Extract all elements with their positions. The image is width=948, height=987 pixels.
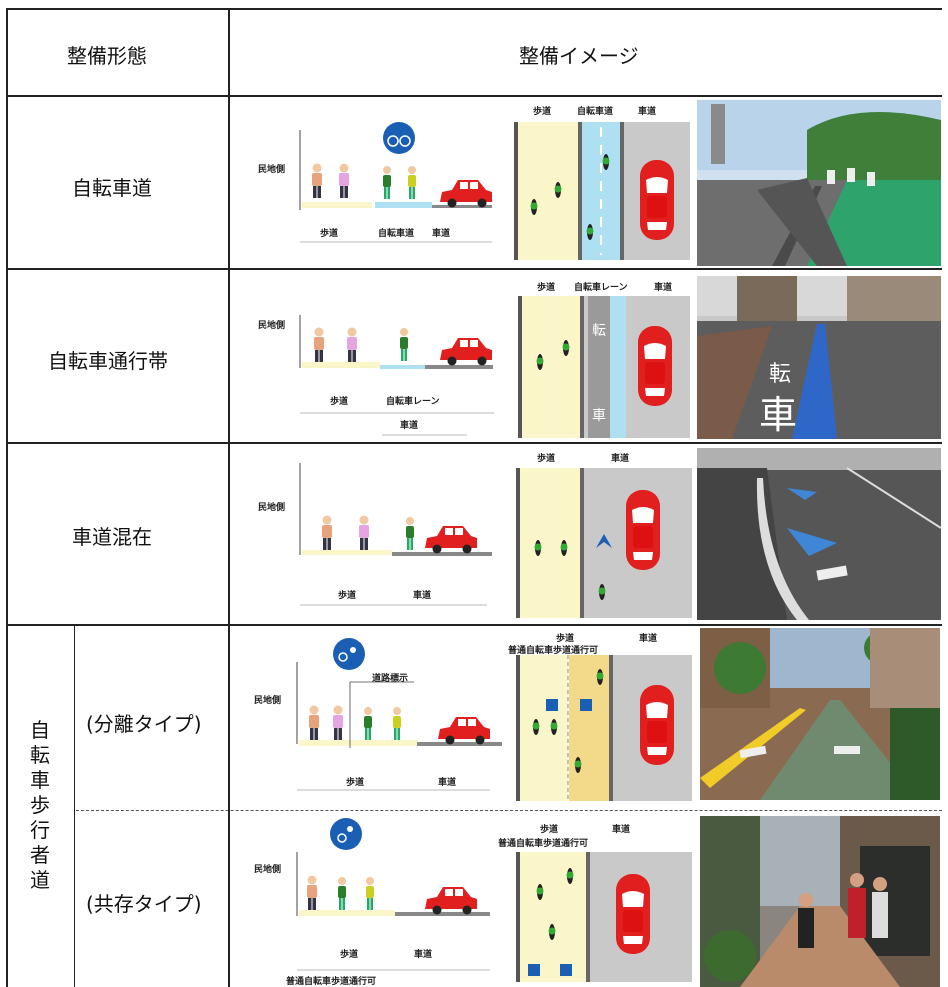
shared-plan-note: 普通自転車歩道通行可 (498, 839, 589, 849)
bikeway-plan-view (514, 122, 690, 260)
bikeway-cross-section (299, 122, 492, 243)
bike-lane-photo: 転 車 (697, 276, 941, 439)
separated-plan-view (516, 655, 692, 801)
bikeway-bike-label: 自転車道 (378, 229, 415, 239)
row-divider-dashed (76, 810, 942, 811)
column-divider (228, 8, 230, 987)
bike-lane-road-label: 車道 (400, 421, 419, 431)
bike-lane-cross-section (299, 315, 494, 436)
row-divider-3 (6, 624, 942, 626)
bikeway-photo (697, 100, 941, 266)
bike-lane-plan-bike: 自転車レーン (574, 283, 628, 293)
bikeway-plan-road: 車道 (638, 107, 657, 117)
shared-road-label: 車道 (414, 950, 433, 960)
row-label-bike-lane: 自転車通行帯 (48, 349, 168, 373)
row-divider-1 (6, 268, 942, 270)
shared-section-note: 普通自転車歩道通行可 (286, 977, 377, 987)
row-label-shared: (共存タイプ) (86, 892, 202, 916)
bikeway-road-label: 車道 (432, 229, 451, 239)
header-type-label: 整備形態 (67, 44, 147, 68)
table-border-top (6, 8, 942, 10)
bike-lane-mark-2: 車 (592, 408, 606, 424)
shared-plan-view (516, 852, 692, 982)
table-border-left (6, 8, 8, 987)
shared-cross-section (296, 818, 490, 971)
bikeway-plan-bike: 自転車道 (577, 107, 614, 117)
header-divider (6, 95, 942, 97)
bike-lane-plan-walk: 歩道 (537, 283, 556, 293)
svg-text:転: 転 (769, 362, 791, 387)
mixed-plan-road: 車道 (611, 454, 630, 464)
bike-lane-bike-label: 自転車レーン (386, 397, 440, 407)
separated-side-label: 民地側 (254, 696, 282, 706)
mixed-side-label: 民地側 (258, 503, 286, 513)
separated-walk-label: 歩道 (346, 778, 365, 788)
bike-lane-plan-view (518, 296, 690, 438)
mixed-walk-label: 歩道 (338, 591, 357, 601)
bike-lane-side-label: 民地側 (258, 321, 286, 331)
bikeway-plan-walk: 歩道 (533, 107, 552, 117)
mixed-photo (697, 448, 941, 620)
shared-side-label: 民地側 (254, 865, 282, 875)
separated-plan-road: 車道 (639, 634, 658, 644)
mixed-cross-section (299, 463, 492, 606)
separated-plan-walk: 歩道 (556, 634, 575, 644)
shared-plan-walk: 歩道 (540, 825, 559, 835)
mixed-plan-view (516, 468, 692, 618)
svg-text:車: 車 (759, 393, 797, 437)
bike-lane-mark-1: 転 (592, 323, 606, 339)
shared-photo (700, 816, 940, 987)
row-label-mixed: 車道混在 (72, 525, 152, 549)
separated-photo (700, 628, 940, 800)
shared-plan-road: 車道 (612, 825, 631, 835)
bike-lane-plan-road: 車道 (654, 283, 673, 293)
separated-marking-label: 道路標示 (372, 674, 409, 684)
mixed-plan-walk: 歩道 (537, 454, 556, 464)
group-label-bike-pedestrian-path: 自転車歩行者道 (30, 718, 50, 892)
separated-plan-note: 普通自転車歩道通行可 (508, 646, 599, 656)
group-divider (74, 624, 75, 987)
row-divider-2 (6, 442, 942, 444)
header-image-label: 整備イメージ (519, 44, 639, 68)
bikeway-side-label: 民地側 (258, 165, 286, 175)
shared-walk-label: 歩道 (340, 950, 359, 960)
bikeway-walk-label: 歩道 (320, 229, 339, 239)
bike-lane-walk-label: 歩道 (330, 397, 349, 407)
row-label-separated: (分離タイプ) (86, 712, 202, 736)
separated-cross-section (296, 638, 502, 791)
mixed-road-label: 車道 (413, 591, 432, 601)
separated-road-label: 車道 (438, 778, 457, 788)
row-label-bikeway: 自転車道 (72, 176, 152, 200)
